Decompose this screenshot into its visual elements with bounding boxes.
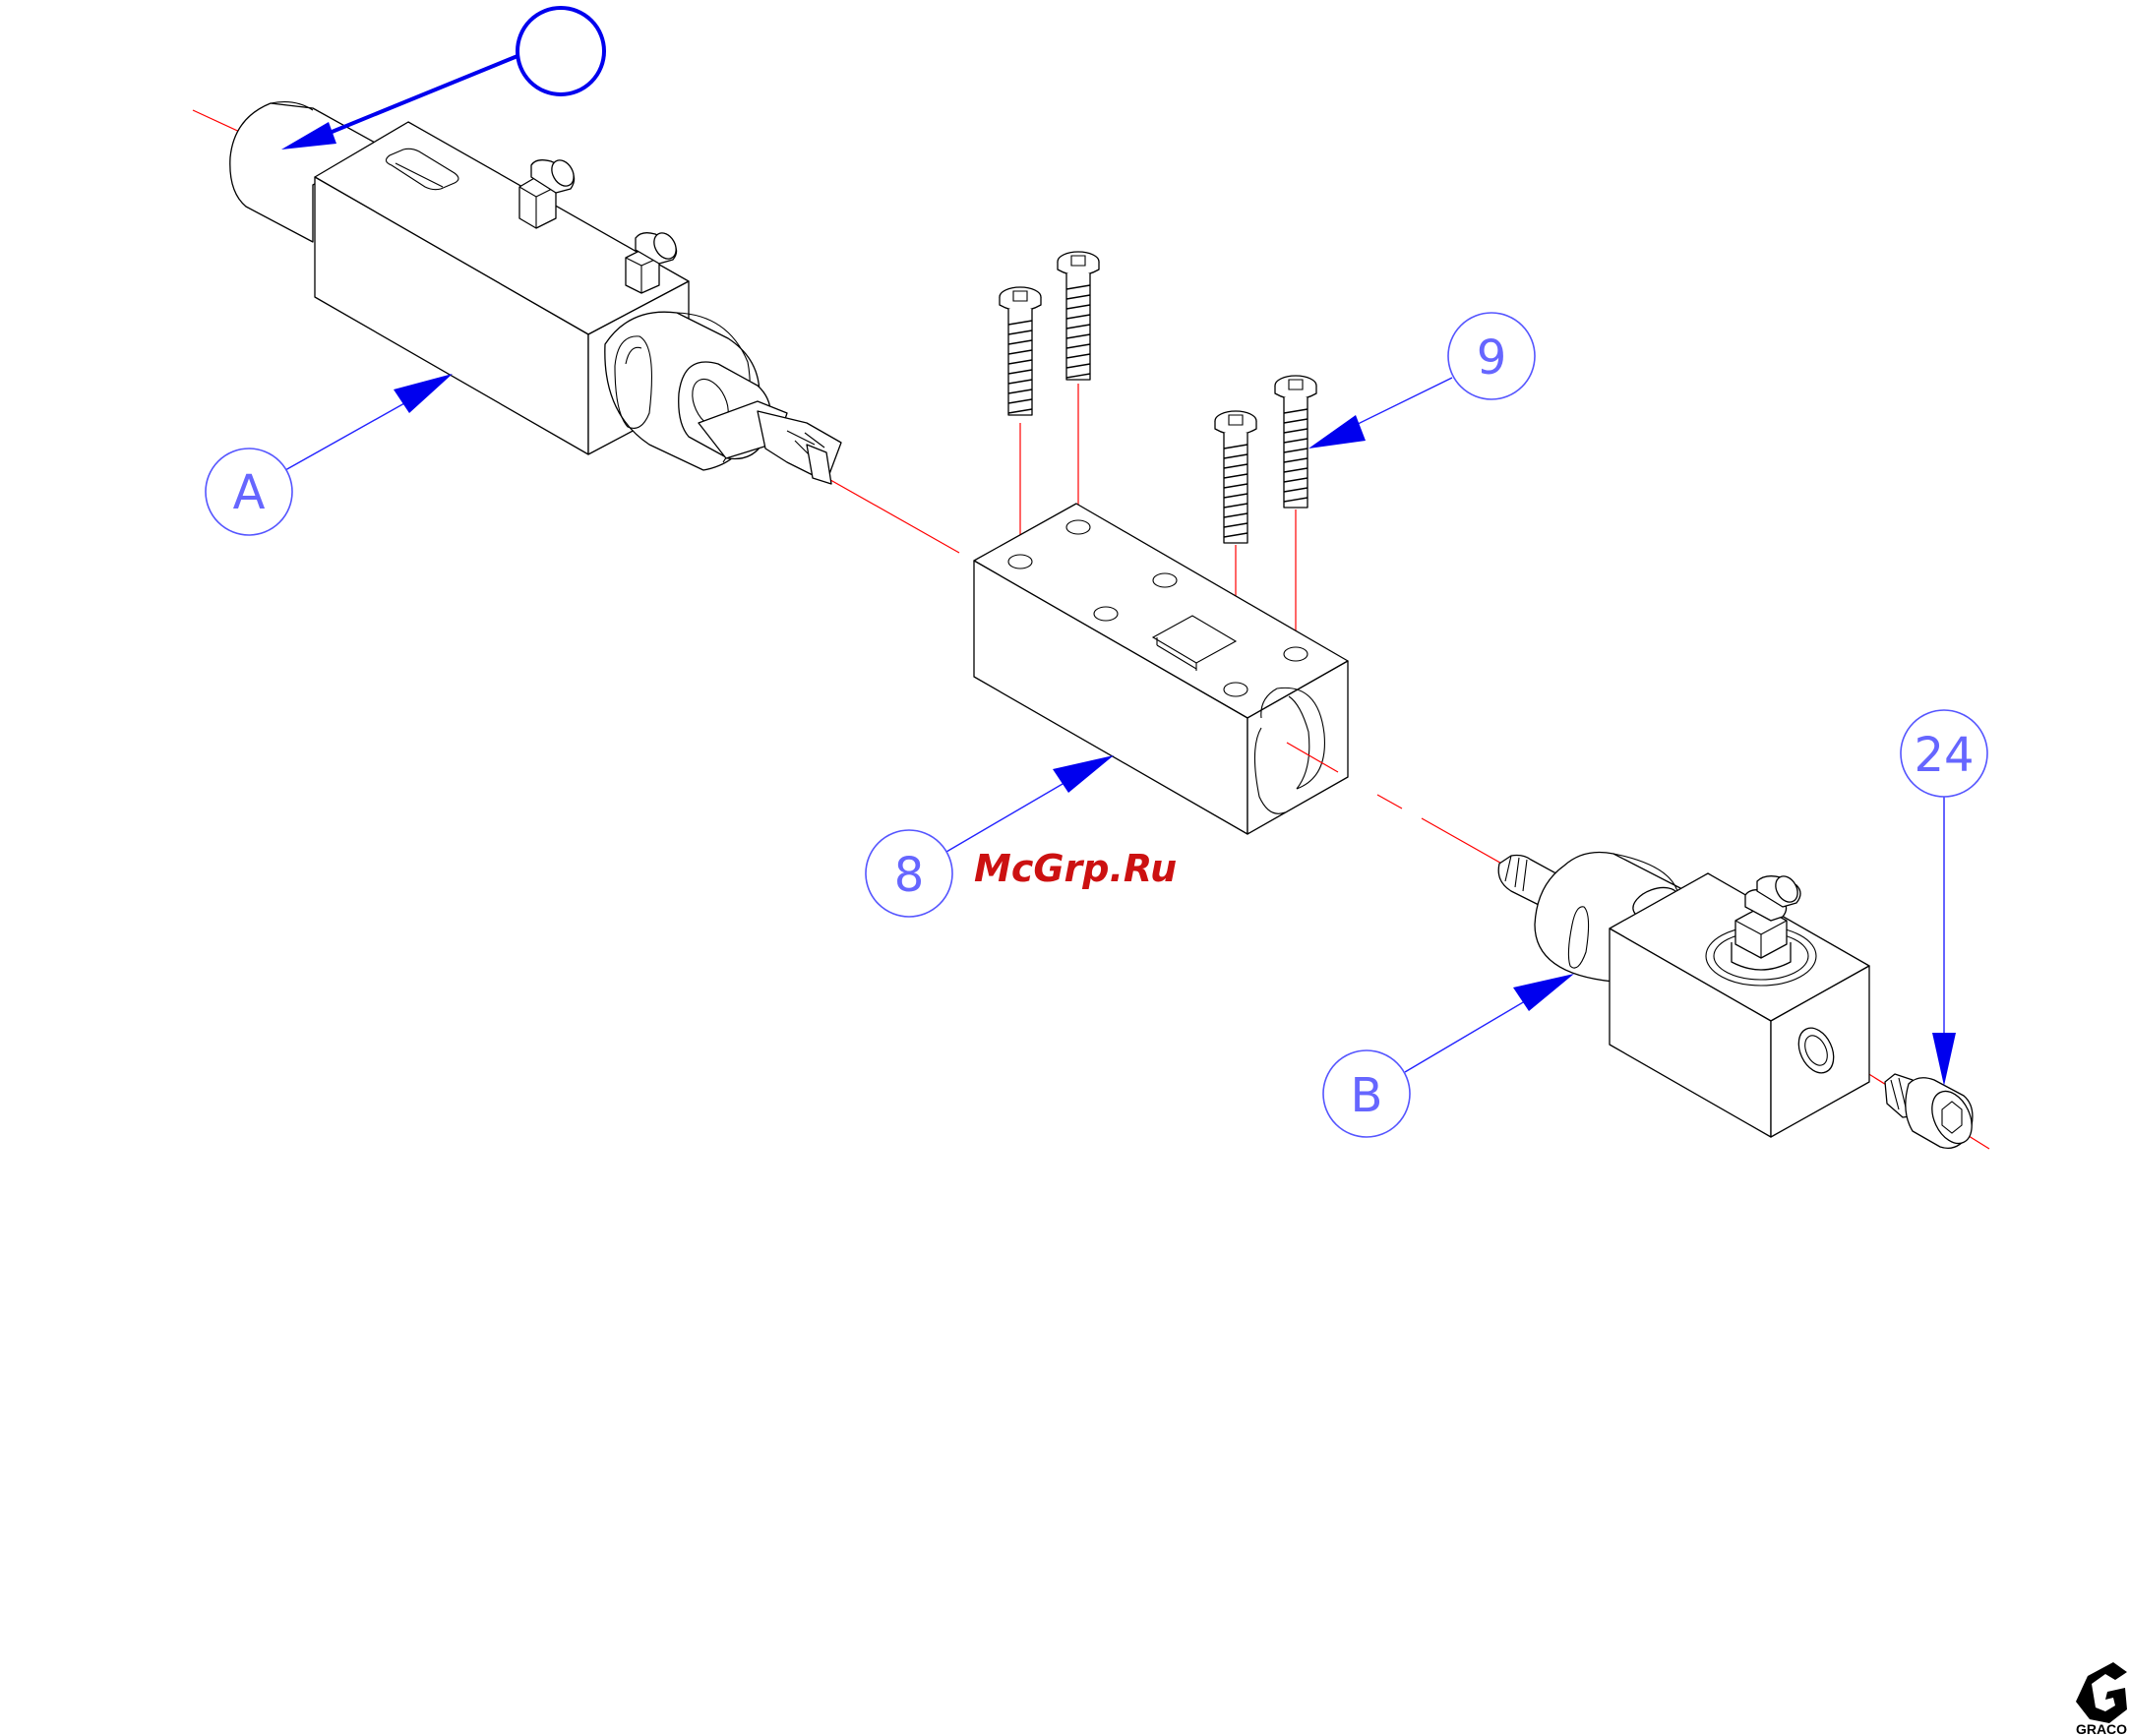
callout-8-label: 8: [894, 848, 925, 903]
logo-text: GRACO: [2076, 1721, 2127, 1736]
callout-b: B: [1323, 974, 1574, 1137]
watermark: McGrp.Ru: [974, 847, 1177, 890]
callout-a-label: A: [233, 465, 266, 520]
callout-b-label: B: [1351, 1068, 1383, 1123]
assembly-b: [1498, 853, 1869, 1138]
callout-8: 8: [866, 755, 1114, 917]
block-8: [974, 504, 1348, 834]
screw-3: [1215, 411, 1256, 543]
callout-9-label: 9: [1477, 330, 1507, 386]
screw-4: [1275, 376, 1316, 508]
callout-24: 24: [1901, 710, 1987, 1086]
screw-2: [1058, 252, 1099, 380]
callout-top: [281, 8, 604, 150]
fitting-24: [1885, 1074, 1979, 1150]
callout-9: 9: [1308, 313, 1535, 449]
screws-9: [1000, 252, 1316, 543]
callout-24-label: 24: [1914, 728, 1974, 783]
graco-logo: GRACO: [2076, 1662, 2127, 1736]
callout-a: A: [206, 374, 453, 535]
screw-1: [1000, 287, 1041, 415]
logo-mark-icon: [2076, 1662, 2127, 1723]
assembly-a: [230, 102, 841, 484]
